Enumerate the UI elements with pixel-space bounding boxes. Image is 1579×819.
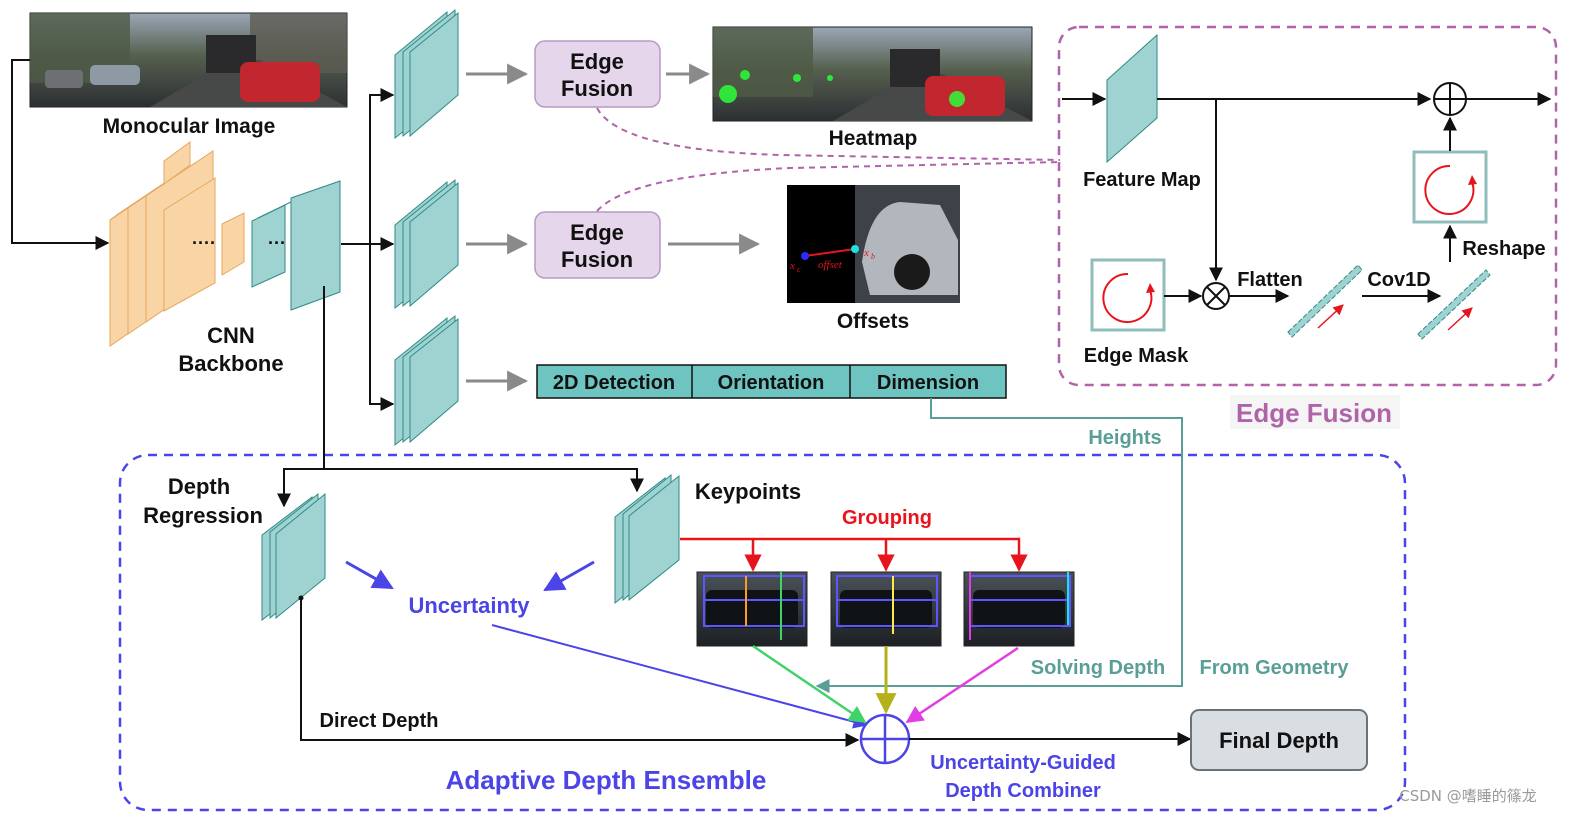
depth-regression-label-2: Regression: [143, 503, 263, 528]
depth-to-uncertainty-arrow: [345, 560, 394, 590]
combiner-label-2: Depth Combiner: [945, 780, 1101, 802]
heights-label: Heights: [1088, 427, 1161, 449]
edge-fusion-2-line1: Edge: [570, 220, 624, 245]
rotation-arrow-icon: [1102, 272, 1155, 323]
direct-depth-arrow: [300, 598, 860, 747]
ensemble-title: Adaptive Depth Ensemble: [446, 765, 767, 795]
head-dimension: Dimension: [877, 372, 979, 394]
heights-path: [815, 398, 1183, 693]
keypoint-car-image-3: [963, 571, 1075, 647]
edge-fusion-box-2: [534, 211, 661, 279]
watermark: CSDN @嗜睡的篠龙: [1399, 787, 1537, 805]
uncertainty-label: Uncertainty: [408, 593, 530, 618]
edge-fusion-link-2: [596, 161, 1061, 212]
depth-regression-stack: [261, 492, 326, 622]
offset-xb-sub: b: [871, 252, 875, 261]
cnn-label-2: Backbone: [178, 351, 283, 376]
combiner-label-1: Uncertainty-Guided: [930, 752, 1116, 774]
edge-fusion-1-line2: Fusion: [561, 76, 633, 101]
solving-depth-label: Solving Depth: [1031, 657, 1165, 679]
from-geometry-label: From Geometry: [1200, 657, 1350, 679]
offset-xc-label: x: [789, 260, 795, 272]
backbone-to-head1-arrow: [369, 88, 395, 244]
feature-map-label: Feature Map: [1083, 169, 1201, 191]
flattened-vector: [1287, 264, 1363, 338]
head-stack-1: [394, 8, 459, 140]
solve-arrow-3: [905, 646, 1019, 724]
keypoint-car-image-1: [696, 571, 808, 647]
head-stack-3: [394, 314, 459, 447]
backbone-to-depth-arrow: [277, 286, 325, 508]
backbone-to-keypoints-arrow: [324, 468, 644, 493]
feature-map-stack: [1106, 33, 1158, 164]
monocular-image-label: Monocular Image: [103, 115, 276, 138]
heatmap-image: [712, 26, 1033, 122]
head-orientation: Orientation: [718, 372, 825, 394]
conv-output-vector: [1417, 269, 1491, 340]
edge-fusion-title-bg: [1230, 395, 1400, 429]
edge-fusion-box-1: [534, 40, 661, 108]
ensemble-panel: [118, 453, 1407, 812]
edge-fusion-link-1: [596, 107, 1061, 161]
offsets-image: [787, 185, 960, 303]
head-2d-detection: 2D Detection: [553, 372, 675, 394]
offset-xb-label: x: [863, 247, 869, 259]
detection-heads: [536, 364, 1007, 399]
edge-fusion-1-line1: Edge: [570, 49, 624, 74]
input-arrow: [11, 59, 110, 250]
edge-fusion-2-line2: Fusion: [561, 247, 633, 272]
rotation-arrow-icon: [1424, 164, 1477, 215]
grouping-path: [680, 537, 1028, 572]
edge-fusion-title: Edge Fusion: [1236, 398, 1392, 428]
head-stack-2: [394, 178, 459, 310]
offsets-label: Offsets: [837, 310, 909, 333]
multiply-circle-icon: [1202, 282, 1230, 310]
depth-regression-label-1: Depth: [168, 474, 230, 499]
cnn-label-1: CNN: [207, 323, 255, 348]
monocular-image: [29, 12, 348, 108]
offset-xc-sub: c: [797, 265, 801, 274]
edge-mask-label: Edge Mask: [1084, 345, 1189, 367]
uncertainty-to-combiner-arrow: [491, 624, 868, 729]
heatmap-label: Heatmap: [829, 127, 918, 150]
keypoints-label: Keypoints: [695, 479, 801, 504]
grouping-label: Grouping: [842, 507, 932, 529]
cnn-backbone: [109, 141, 341, 347]
direct-depth-label: Direct Depth: [320, 710, 439, 732]
add-circle-icon: [859, 713, 911, 765]
reshape-label: Reshape: [1462, 238, 1545, 260]
keypoint-car-image-2: [830, 571, 942, 647]
keypoints-stack: [614, 473, 680, 605]
backbone-dots-2: ···: [268, 233, 286, 253]
backbone-to-head3-arrow: [369, 244, 395, 411]
cov1d-label: Cov1D: [1367, 269, 1430, 291]
add-circle-icon: [1433, 82, 1467, 116]
solve-arrow-1: [752, 644, 867, 724]
flatten-label: Flatten: [1237, 269, 1303, 291]
final-depth-label: Final Depth: [1219, 728, 1339, 753]
keypoints-to-uncertainty-arrow: [543, 560, 595, 592]
backbone-dots-1: ····: [192, 233, 216, 253]
edge-fusion-panel: [1057, 25, 1558, 387]
final-depth-box: [1190, 709, 1368, 771]
offset-word: offset: [818, 259, 843, 271]
